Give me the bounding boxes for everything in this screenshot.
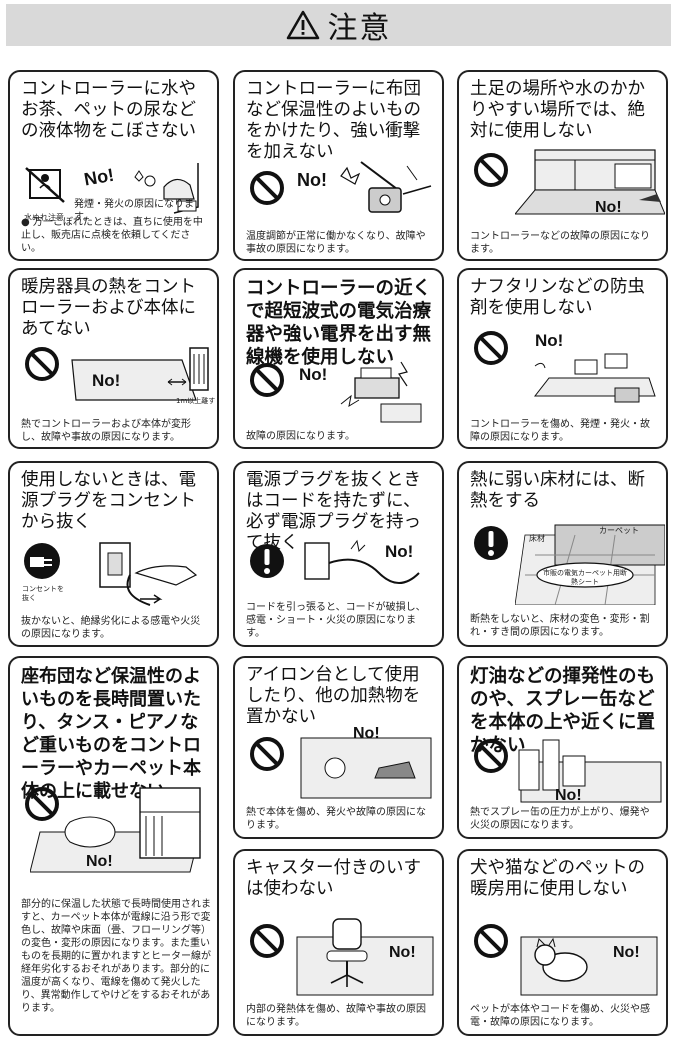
floor-label: 床材	[529, 534, 545, 543]
kitchen-illustration: No!	[515, 149, 665, 216]
prohibited-icon	[250, 737, 284, 771]
card-title: 使用しないときは、電源プラグをコンセントから抜く	[21, 470, 196, 532]
card-description: 熱でコントローラーおよび本体が変形し、故障や事故の原因になります。	[21, 419, 191, 443]
prohibited-icon	[250, 924, 284, 958]
card-description: 部分的に保温した状態で長時間使用されますと、カーペット本体が電線に沿う形で変色し…	[21, 899, 211, 1014]
card-wet-place: 土足の場所や水のかかりやすい場所では、絶対に使用しない No! コントローラーな…	[457, 70, 668, 261]
spray-illustration: No!	[518, 739, 662, 804]
page-title: 注意	[327, 11, 392, 46]
card-title: ナフタリンなどの防虫剤を使用しない	[470, 277, 645, 318]
card-title: アイロン台として使用したり、他の加熱物を置かない	[246, 665, 421, 727]
card-title: 電源プラグを抜くときはコードを持たずに、必ず電源プラグを持って抜く	[246, 470, 421, 553]
unplug-icon	[24, 543, 60, 579]
spill-illustration: No!	[83, 163, 199, 214]
svg-text:No!: No!	[595, 199, 622, 216]
card-title: 暖房器具の熱をコントローラーおよび本体にあてない	[21, 277, 196, 339]
card-title: 灯油などの揮発性のものや、スプレー缶などを本体の上や近くに置かない	[470, 666, 656, 756]
cat-illustration: No!	[520, 936, 658, 996]
card-description: 故障の原因になります。	[246, 431, 355, 442]
card-bedding: コントローラーに布団など保温性のよいものをかけたり、強い衝撃を加えない No! …	[233, 70, 444, 261]
prohibited-icon	[474, 924, 508, 958]
mandatory-icon	[474, 526, 508, 560]
page-header: 注意	[6, 4, 671, 46]
svg-text:No!: No!	[613, 944, 640, 961]
svg-text:No!: No!	[385, 542, 413, 561]
card-title: コントローラーに布団など保温性のよいものをかけたり、強い衝撃を加えない	[246, 79, 421, 162]
card-description: 熱で本体を傷め、発火や故障の原因になります。	[246, 807, 426, 831]
prohibited-icon	[474, 331, 508, 365]
cord-illustration: No!	[304, 539, 420, 584]
svg-text:No!: No!	[555, 787, 582, 804]
card-caster-chair: キャスター付きのいすは使わない No! 内部の発熱体を傷め、故障や事故の原因にな…	[233, 849, 444, 1036]
card-title: 犬や猫などのペットの暖房用に使用しない	[470, 858, 645, 899]
card-description: ペットが本体やコードを傷め、火災や感電・故障の原因になります。	[470, 1004, 650, 1028]
sheet-label: 市販の電気カーペット用断熱シート	[543, 569, 627, 586]
card-description: コントローラーを傷め、発煙・発火・故障の原因になります。	[470, 419, 650, 443]
radio-device-illustration: No!	[299, 361, 422, 423]
svg-text:No!: No!	[299, 365, 327, 384]
card-description: コードを引っ張ると、コードが破損し、感電・ショート・火災の原因になります。	[246, 602, 426, 639]
svg-text:No!: No!	[389, 944, 416, 961]
card-pet: 犬や猫などのペットの暖房用に使用しない No! ペットが本体やコードを傷め、火災…	[457, 849, 668, 1036]
outlet-illustration	[99, 542, 198, 606]
svg-text:No!: No!	[297, 170, 327, 190]
prohibited-icon	[25, 347, 59, 381]
prohibited-icon	[25, 787, 59, 821]
svg-text:No!: No!	[83, 165, 116, 190]
card-pull-plug: 電源プラグを抜くときはコードを持たずに、必ず電源プラグを持って抜く No! コー…	[233, 461, 444, 647]
card-description: コントローラーなどの故障の原因になります。	[470, 231, 650, 255]
impact-illustration: No!	[297, 161, 432, 213]
distance-label: 1m以上離す	[176, 397, 216, 405]
floor-illustration	[515, 524, 665, 605]
svg-text:No!: No!	[86, 853, 113, 870]
card-liquid: コントローラーに水やお茶、ペットの尿などの液体物をこぼさない 水ぬれ注意 No!…	[8, 70, 219, 261]
card-title: コントローラーの近くで超短波式の電気治療器や強い電界を出す無線機を使用しない	[246, 278, 432, 368]
prohibited-icon	[474, 153, 508, 187]
insecticide-illustration: No!	[533, 331, 656, 403]
card-title: キャスター付きのいすは使わない	[246, 858, 421, 899]
card-description: 内部の発熱体を傷め、故障や事故の原因になります。	[246, 1004, 426, 1028]
water-caution-icon	[25, 167, 65, 203]
unplug-icon-label: コンセントを抜く	[22, 585, 64, 602]
card-title: 土足の場所や水のかかりやすい場所では、絶対に使用しない	[470, 79, 645, 141]
card-heater: 暖房器具の熱をコントローラーおよび本体にあてない No! 1m以上離す 熱でコン…	[8, 268, 219, 449]
card-heavy-objects: 座布団など保温性のよいものを長時間置いたり、タンス・ピアノなど重いものをコントロ…	[8, 656, 219, 1036]
card-unplug: 使用しないときは、電源プラグをコンセントから抜く コンセントを抜く 抜かないと、…	[8, 461, 219, 647]
card-iron: アイロン台として使用したり、他の加熱物を置かない No! 熱で本体を傷め、発火や…	[233, 656, 444, 839]
card-note: ● 万一こぼれたときは、直ちに使用を中止し、販売店に点検を依頼してください。	[21, 217, 203, 254]
heater-illustration: No!	[71, 347, 209, 401]
svg-text:No!: No!	[353, 725, 380, 742]
prohibited-icon	[250, 171, 284, 205]
card-title: 熱に弱い床材には、断熱をする	[470, 470, 645, 511]
card-description: 温度調節が正常に働かなくなり、故障や事故の原因になります。	[246, 231, 426, 255]
card-radio-wave: コントローラーの近くで超短波式の電気治療器や強い電界を出す無線機を使用しない N…	[233, 268, 444, 449]
card-insecticide: ナフタリンなどの防虫剤を使用しない No! コントローラーを傷め、発煙・発火・故…	[457, 268, 668, 449]
carpet-label: カーペット	[599, 526, 639, 535]
iron-illustration: No!	[300, 725, 432, 799]
card-insulation: 熱に弱い床材には、断熱をする 床材 カーペット 市販の電気カーペット用断熱シート…	[457, 461, 668, 647]
warning-triangle-icon	[286, 10, 319, 40]
card-description: 熱でスプレー缶の圧力が上がり、爆発や火災の原因になります。	[470, 807, 650, 831]
prohibited-icon	[474, 739, 508, 773]
prohibited-icon	[250, 363, 284, 397]
card-title: 座布団など保温性のよいものを長時間置いたり、タンス・ピアノなど重いものをコントロ…	[21, 666, 201, 802]
card-description: 抜かないと、絶縁劣化による感電や火災の原因になります。	[21, 616, 201, 640]
card-caption: 発煙・発火の原因になります。	[74, 199, 194, 223]
svg-text:No!: No!	[535, 331, 563, 350]
chair-illustration: No!	[296, 918, 434, 996]
water-caution-label: 水ぬれ注意	[24, 213, 64, 222]
svg-text:No!: No!	[92, 371, 120, 390]
mandatory-icon	[250, 544, 284, 578]
card-title: コントローラーに水やお茶、ペットの尿などの液体物をこぼさない	[21, 79, 196, 141]
card-description: 断熱をしないと、床材の変色・変形・割れ・すき間の原因になります。	[470, 614, 650, 638]
card-volatile: 灯油などの揮発性のものや、スプレー缶などを本体の上や近くに置かない No! 熱で…	[457, 656, 668, 839]
piano-illustration: No!	[30, 787, 201, 873]
